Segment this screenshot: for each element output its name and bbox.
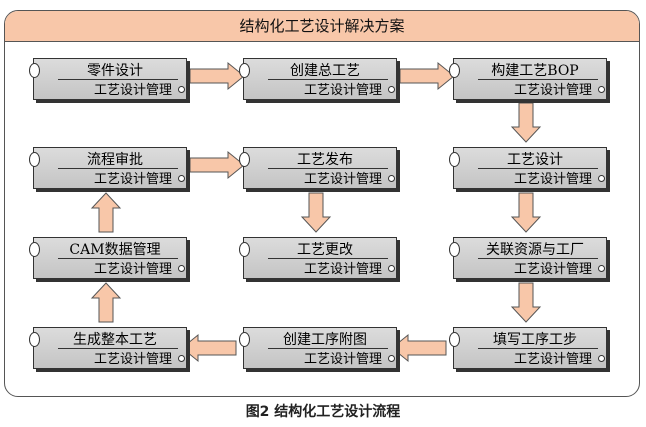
start-oval-icon	[29, 242, 40, 257]
box-fill-steps[interactable]: 填写工序工步 工艺设计管理	[449, 327, 607, 369]
box-process-release[interactable]: 工艺发布 工艺设计管理	[239, 147, 397, 189]
box-process-design[interactable]: 工艺设计 工艺设计管理	[449, 147, 607, 189]
box-label: 创建总工艺	[290, 63, 360, 79]
start-oval-icon	[449, 242, 460, 257]
arrow-release-to-change	[300, 192, 332, 233]
box-manager: 工艺设计管理	[513, 172, 592, 187]
port-dot-icon	[598, 265, 605, 272]
box-label: 流程审批	[87, 152, 143, 168]
divider	[58, 168, 178, 169]
box-manager: 工艺设计管理	[93, 352, 172, 367]
arrow-link-to-fill	[510, 282, 542, 323]
box-create-drawing[interactable]: 创建工序附图 工艺设计管理	[239, 327, 397, 369]
port-dot-icon	[598, 86, 605, 93]
start-oval-icon	[449, 63, 460, 78]
divider	[478, 79, 598, 80]
figure-caption: 图2 结构化工艺设计流程	[245, 404, 401, 420]
box-part-design[interactable]: 零件设计 工艺设计管理	[29, 58, 187, 100]
port-dot-icon	[388, 265, 395, 272]
divider	[58, 258, 178, 259]
arrow-cam-to-approval	[90, 192, 122, 233]
start-oval-icon	[449, 332, 460, 347]
box-manager: 工艺设计管理	[93, 83, 172, 98]
start-oval-icon	[239, 152, 250, 167]
divider	[478, 168, 598, 169]
start-oval-icon	[239, 242, 250, 257]
box-manager: 工艺设计管理	[303, 262, 382, 277]
divider	[268, 258, 388, 259]
port-dot-icon	[178, 265, 185, 272]
start-oval-icon	[239, 63, 250, 78]
box-manager: 工艺设计管理	[513, 262, 592, 277]
port-dot-icon	[178, 175, 185, 182]
start-oval-icon	[239, 332, 250, 347]
box-manager: 工艺设计管理	[303, 83, 382, 98]
box-label: 工艺更改	[297, 242, 353, 258]
box-create-process[interactable]: 创建总工艺 工艺设计管理	[239, 58, 397, 100]
arrow-create-to-bop	[399, 61, 455, 91]
arrow-design-to-link	[510, 192, 542, 233]
start-oval-icon	[29, 332, 40, 347]
box-label: 零件设计	[87, 63, 143, 79]
divider	[268, 168, 388, 169]
frame-title: 结构化工艺设计解决方案	[5, 11, 639, 42]
box-manager: 工艺设计管理	[513, 352, 592, 367]
box-label: 工艺设计	[507, 152, 563, 168]
box-generate-process[interactable]: 生成整本工艺 工艺设计管理	[29, 327, 187, 369]
box-manager: 工艺设计管理	[303, 172, 382, 187]
arrow-approval-to-release	[189, 150, 245, 180]
box-manager: 工艺设计管理	[513, 83, 592, 98]
divider	[58, 348, 178, 349]
port-dot-icon	[388, 355, 395, 362]
arrow-drawing-to-generate	[181, 333, 237, 363]
box-label: 生成整本工艺	[73, 332, 157, 348]
box-label: 填写工序工步	[493, 332, 577, 348]
divider	[268, 79, 388, 80]
box-build-bop[interactable]: 构建工艺BOP 工艺设计管理	[449, 58, 607, 100]
divider	[478, 258, 598, 259]
box-manager: 工艺设计管理	[303, 352, 382, 367]
start-oval-icon	[29, 152, 40, 167]
box-label: 工艺发布	[297, 152, 353, 168]
arrow-fill-to-drawing	[391, 333, 447, 363]
box-flow-approval[interactable]: 流程审批 工艺设计管理	[29, 147, 187, 189]
port-dot-icon	[178, 86, 185, 93]
box-manager: 工艺设计管理	[93, 262, 172, 277]
box-label: 构建工艺BOP	[491, 63, 579, 79]
box-label: CAM数据管理	[69, 242, 161, 258]
port-dot-icon	[178, 355, 185, 362]
port-dot-icon	[598, 175, 605, 182]
arrow-part-to-create	[189, 61, 245, 91]
start-oval-icon	[449, 152, 460, 167]
arrow-bop-to-design	[510, 102, 542, 143]
box-manager: 工艺设计管理	[93, 172, 172, 187]
divider	[268, 348, 388, 349]
port-dot-icon	[388, 86, 395, 93]
box-label: 关联资源与工厂	[486, 242, 584, 258]
box-link-resources[interactable]: 关联资源与工厂 工艺设计管理	[449, 237, 607, 279]
box-label: 创建工序附图	[283, 332, 367, 348]
arrow-generate-to-cam	[90, 282, 122, 323]
port-dot-icon	[388, 175, 395, 182]
box-process-change[interactable]: 工艺更改 工艺设计管理	[239, 237, 397, 279]
box-cam-data[interactable]: CAM数据管理 工艺设计管理	[29, 237, 187, 279]
port-dot-icon	[598, 355, 605, 362]
divider	[58, 79, 178, 80]
divider	[478, 348, 598, 349]
start-oval-icon	[29, 63, 40, 78]
